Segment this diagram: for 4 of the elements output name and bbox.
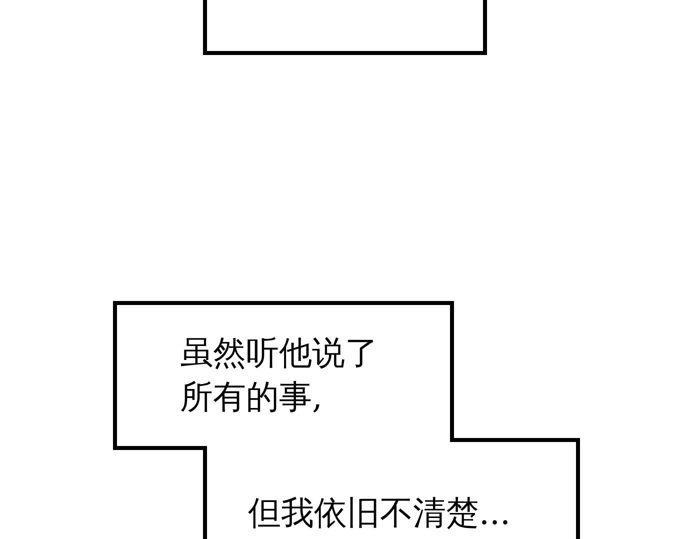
caption-box xyxy=(113,301,581,539)
narration-text: 但我依旧不清楚... xyxy=(248,492,512,534)
panel-box xyxy=(203,0,487,55)
narration-text: 虽然听他说了所有的事, xyxy=(180,332,379,418)
